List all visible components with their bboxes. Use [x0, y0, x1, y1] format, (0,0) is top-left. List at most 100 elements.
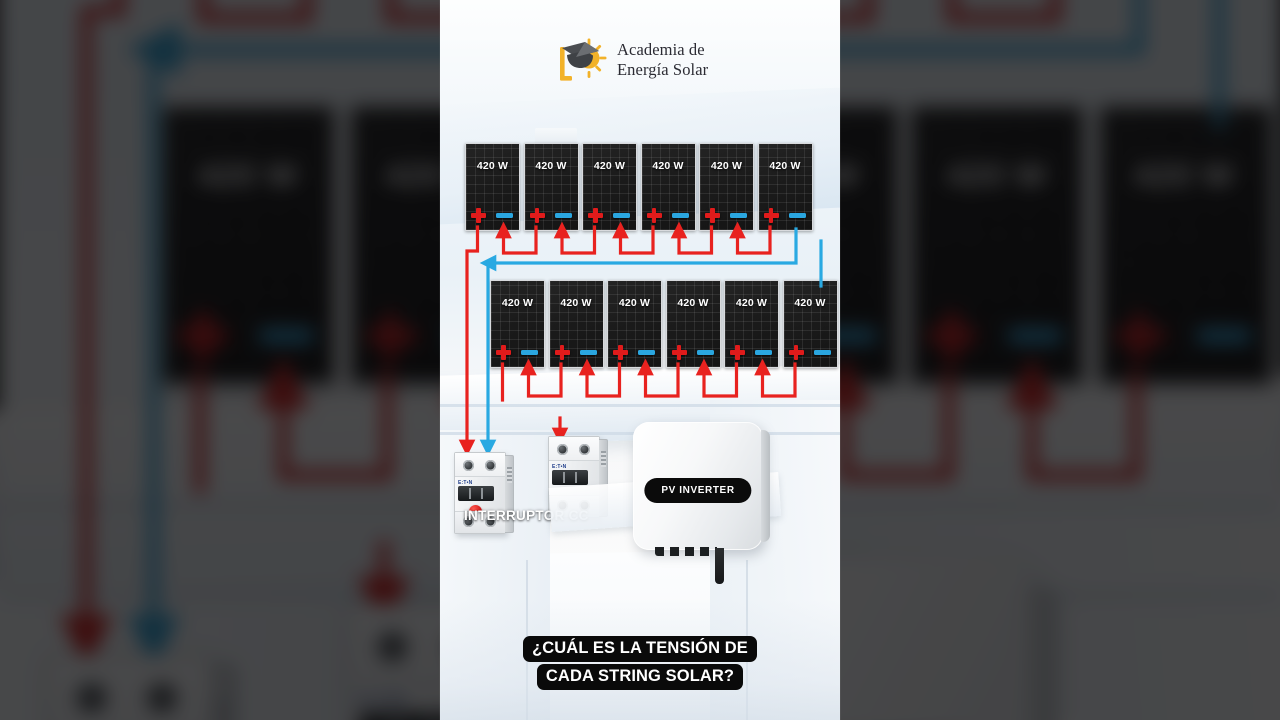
negative-terminal-icon	[638, 350, 655, 355]
positive-terminal-icon	[646, 208, 662, 223]
panel-power-label: 420 W	[560, 297, 592, 309]
terminal-screw	[73, 680, 109, 716]
terminal-screw	[374, 628, 410, 664]
negative-wire	[479, 227, 798, 272]
positive-terminal-icon	[763, 208, 779, 223]
positive-wire	[198, 0, 313, 23]
negative-terminal-icon	[613, 213, 630, 218]
ceiling-beam	[440, 404, 840, 407]
inverter-connectors	[655, 547, 717, 556]
solar-panel: 420 W	[908, 104, 1085, 386]
solar-panel: 420 W	[782, 280, 838, 368]
solar-panel: 420 W	[523, 143, 579, 231]
panel-power-label: 420 W	[197, 158, 299, 197]
graduation-cap-sun-icon	[560, 38, 607, 81]
positive-wire	[578, 358, 622, 398]
negative-terminal-icon	[496, 213, 513, 218]
panel-power-label: 420 W	[501, 297, 534, 309]
breaker-brand: E:T•N	[458, 480, 473, 486]
solar-panel: 420 W	[699, 143, 754, 231]
positive-terminal-icon	[529, 208, 545, 223]
pv-inverter[interactable]: PV INVERTER	[633, 422, 770, 584]
solar-panel: 420 W	[607, 280, 662, 368]
positive-terminal-icon	[471, 208, 486, 223]
positive-wire	[1005, 355, 1142, 481]
positive-terminal-icon	[554, 345, 570, 360]
positive-wire	[256, 355, 393, 481]
positive-terminal-icon	[671, 345, 687, 360]
positive-wire	[553, 221, 597, 255]
terminal-screw	[463, 516, 474, 527]
dc-breaker-1[interactable]: E:T•N	[454, 452, 514, 534]
wiring-diagram	[458, 221, 823, 457]
panel-power-label: 420 W	[735, 297, 768, 309]
breaker-brand: E:T•N	[358, 692, 405, 712]
solar-panel: 420 W	[548, 280, 604, 368]
inverter-cable	[715, 548, 724, 584]
positive-wire	[754, 358, 797, 398]
negative-terminal-icon	[1195, 328, 1250, 344]
positive-wire	[946, 0, 1062, 23]
panel-power-label: 420 W	[794, 297, 826, 309]
solar-panel: 420 W	[757, 143, 813, 231]
breaker-toggle[interactable]	[552, 470, 588, 485]
solar-panel: 420 W	[724, 280, 779, 368]
brand-logo: Academia de Energía Solar	[555, 36, 708, 84]
positive-terminal-icon	[179, 312, 228, 360]
negative-terminal-icon	[521, 350, 538, 355]
negative-terminal-icon	[788, 213, 806, 218]
positive-terminal-icon	[588, 208, 603, 223]
solar-panel: 420 W	[1096, 104, 1272, 386]
solar-panel: 420 W	[490, 280, 545, 368]
negative-terminal-icon	[1008, 328, 1063, 344]
terminal-screw	[485, 516, 496, 527]
positive-wire	[612, 221, 655, 255]
positive-terminal-icon	[366, 312, 415, 360]
positive-terminal-icon	[1115, 312, 1164, 360]
panel-power-label: 420 W	[946, 158, 1047, 197]
negative-terminal-icon	[730, 213, 747, 218]
negative-terminal-icon	[813, 350, 831, 355]
positive-wire	[695, 358, 739, 398]
positive-wire	[670, 221, 714, 255]
positive-wire	[818, 355, 954, 481]
panel-power-label: 420 W	[593, 160, 626, 172]
positive-terminal-icon	[496, 345, 511, 360]
terminal-screw	[144, 680, 180, 716]
panel-power-label: 420 W	[769, 160, 801, 172]
terminal-screw	[463, 460, 474, 471]
terminal-screw	[557, 444, 568, 455]
positive-wire	[637, 358, 680, 398]
solar-panel: 420 W	[582, 143, 637, 231]
negative-terminal-icon	[696, 350, 714, 355]
positive-terminal-icon	[928, 312, 976, 360]
panel-power-label: 420 W	[652, 160, 684, 172]
positive-wire	[520, 358, 563, 398]
panel-power-label: 420 W	[535, 160, 567, 172]
caption-line-1: ¿CUÁL ES LA TENSIÓN DE	[523, 636, 757, 662]
terminal-screw	[579, 444, 590, 455]
solar-panel: 420 W	[665, 280, 721, 368]
content-frame: Academia de Energía Solar 420 W 420 W 420 …	[440, 0, 840, 720]
negative-terminal-icon	[671, 213, 689, 218]
panel-power-label: 420 W	[476, 160, 509, 172]
positive-terminal-icon	[788, 345, 804, 360]
breaker-brand: E:T•N	[552, 464, 567, 470]
negative-terminal-icon	[259, 328, 314, 344]
positive-wire	[59, 0, 126, 669]
positive-wire	[729, 221, 772, 255]
caption-block: ¿CUÁL ES LA TENSIÓN DE CADA STRING SOLAR…	[440, 636, 840, 690]
terminal-screw	[485, 460, 496, 471]
solar-panel: 420 W	[160, 104, 336, 386]
panel-power-label: 420 W	[677, 297, 709, 309]
solar-panel: 420 W	[640, 143, 696, 231]
panel-power-label: 420 W	[618, 297, 651, 309]
brand-name: Academia de Energía Solar	[617, 39, 709, 79]
solar-panel: 420 W	[465, 143, 520, 231]
breaker-toggle	[358, 712, 474, 720]
breaker-toggle[interactable]	[458, 486, 494, 501]
scene: Academia de Energía Solar 420 W 420 W 420 …	[440, 0, 840, 720]
positive-wire	[495, 221, 538, 255]
dc-breaker-1: E:T•N	[44, 654, 237, 720]
